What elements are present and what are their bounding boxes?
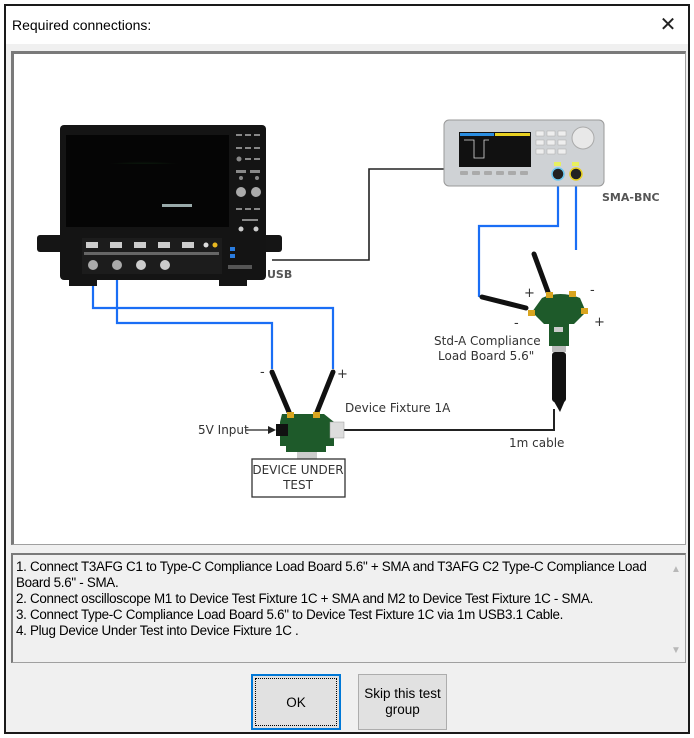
required-connections-dialog: Required connections: ✕ [4, 4, 690, 734]
instruction-line: 2. Connect oscilloscope M1 to Device Tes… [16, 591, 594, 606]
skip-button-label: Skip this test group [364, 686, 441, 717]
dialog-title: Required connections: [12, 17, 152, 33]
ok-button[interactable]: OK [251, 674, 341, 730]
ok-button-label: OK [286, 694, 306, 710]
instruction-line: 4. Plug Device Under Test into Device Fi… [16, 623, 299, 638]
dut-box [251, 458, 346, 498]
board-minus-left-label: - [514, 316, 519, 331]
load-board-label-1: Std-A Compliance [434, 334, 541, 348]
connection-diagram: USB SMA-BNC Std-A Compliance Load Board … [11, 51, 686, 545]
instruction-line: 3. Connect Type-C Compliance Load Board … [16, 607, 564, 622]
close-icon: ✕ [659, 14, 677, 36]
cable-label: 1m cable [509, 436, 564, 450]
load-board-label-2: Load Board 5.6" [438, 349, 534, 363]
scroll-down-button[interactable]: ▼ [667, 642, 685, 660]
fixture-minus-label: - [260, 365, 265, 380]
chevron-up-icon: ▲ [671, 564, 681, 575]
skip-test-group-button[interactable]: Skip this test group [358, 674, 447, 730]
dut-label-1: DEVICE UNDER [252, 463, 343, 477]
oscilloscope [37, 125, 282, 286]
function-generator [443, 119, 605, 187]
diagram-svg: USB SMA-BNC Std-A Compliance Load Board … [37, 119, 660, 498]
sma-bnc-label: SMA-BNC [602, 191, 660, 204]
board-plus-right-label: + [594, 315, 605, 330]
dut-label-2: TEST [282, 478, 314, 492]
focus-rectangle [255, 678, 337, 726]
probe-cables [91, 182, 578, 369]
instructions-textbox[interactable]: 1. Connect T3AFG C1 to Type-C Compliance… [11, 553, 686, 663]
instructions-text: 1. Connect T3AFG C1 to Type-C Compliance… [16, 559, 656, 639]
five-v-input-label: 5V Input [198, 423, 249, 437]
usb-label: USB [267, 268, 292, 281]
board-minus-right-label: - [590, 283, 595, 298]
scroll-up-button[interactable]: ▲ [667, 561, 685, 579]
usb-cable [272, 168, 444, 261]
probe-cable-ch2 [115, 280, 274, 369]
vertical-scrollbar[interactable]: ▲ ▼ [667, 555, 685, 662]
board-plus-left-label: + [524, 286, 535, 301]
device-fixture-label: Device Fixture 1A [345, 401, 451, 415]
close-button[interactable]: ✕ [654, 11, 682, 39]
instruction-line: 1. Connect T3AFG C1 to Type-C Compliance… [16, 559, 647, 590]
fixture-plus-label: + [337, 367, 348, 382]
chevron-down-icon: ▼ [671, 645, 681, 656]
probe-cable-ch1 [91, 280, 335, 369]
device-fixture [269, 369, 345, 459]
title-bar: Required connections: ✕ [6, 6, 688, 44]
compliance-load-board [479, 251, 588, 412]
one-meter-cable [344, 409, 555, 431]
